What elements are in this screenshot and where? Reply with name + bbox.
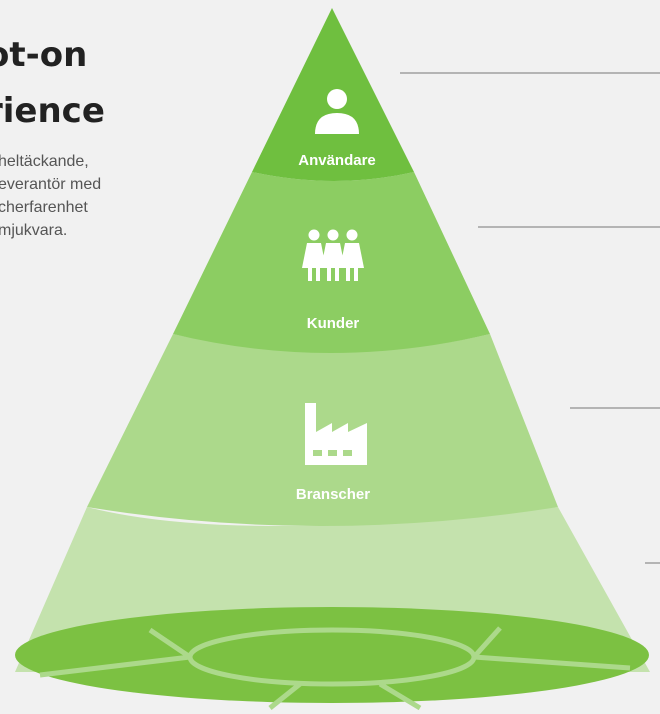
headline-line-1: ot-on [0,35,88,75]
people-group-icon [302,229,364,281]
pyramid-base [15,607,649,703]
factory-icon [305,403,367,465]
base-segments [39,626,631,711]
description-line-4: mjukvara. [0,222,68,239]
label-anvandare: Användare [298,152,376,169]
label-branscher: Branscher [296,486,370,503]
description-line-2: everantör med [0,176,102,193]
headline-line-2: rience [0,91,105,131]
user-icon [315,89,359,134]
description-line-1: heltäckande, [0,153,89,170]
description: heltäckande, everantör med cherfarenhet … [0,150,101,242]
description-line-3: cherfarenhet [0,199,88,216]
label-kunder: Kunder [307,315,360,332]
